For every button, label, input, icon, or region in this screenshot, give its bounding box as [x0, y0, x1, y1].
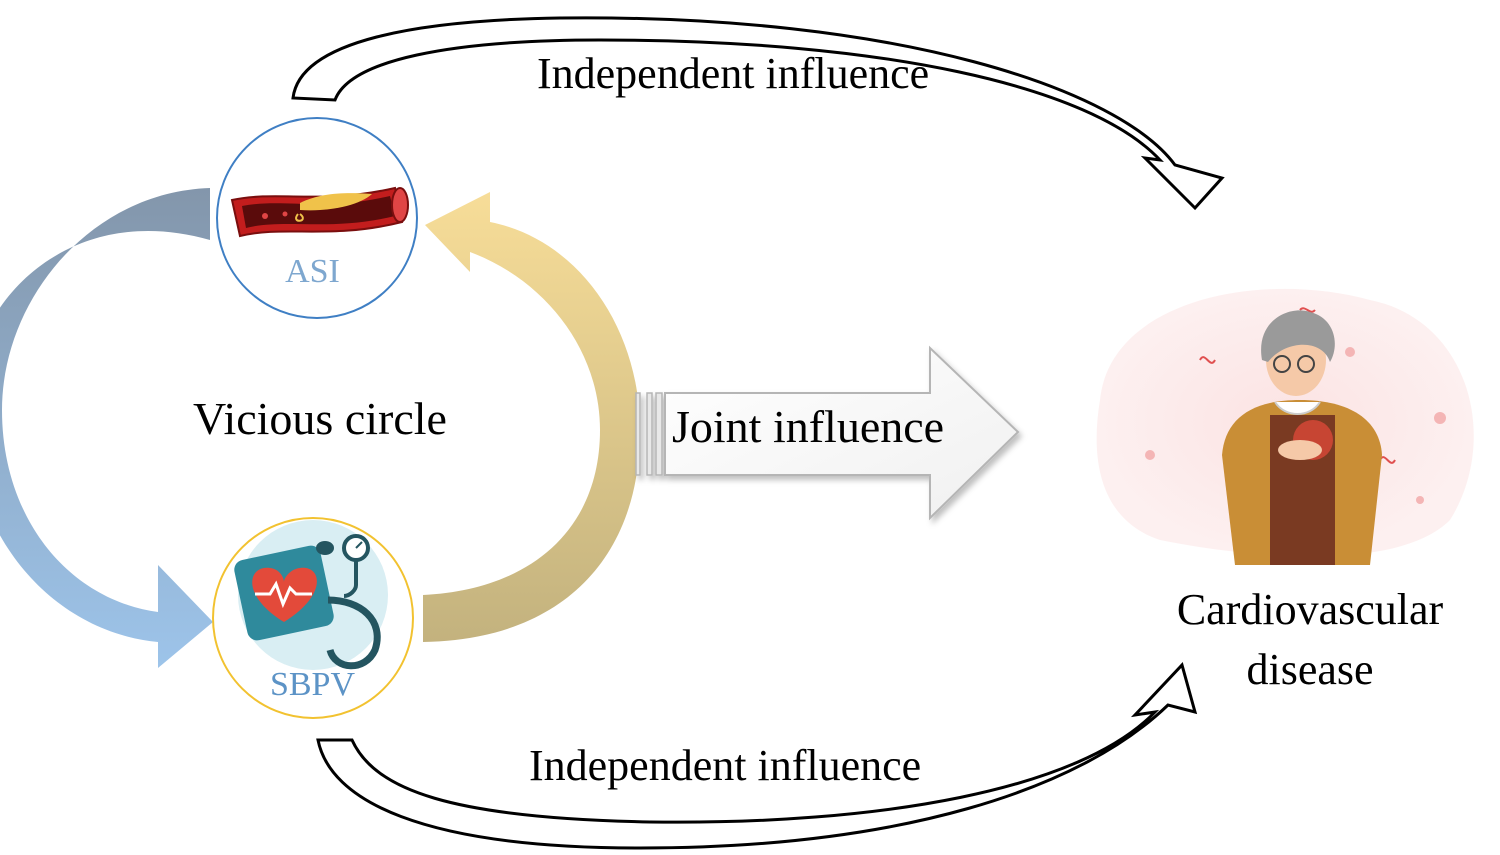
joint-influence-arrow — [635, 345, 1020, 521]
cardiovascular-disease-label: Cardiovascular disease — [1176, 585, 1444, 694]
vicious-circle-label: Vicious circle — [193, 393, 447, 444]
asi-node — [216, 117, 418, 319]
bottom-independent-influence-label: Independent influence — [529, 741, 922, 790]
heart-pain-patient-illustration — [1096, 288, 1474, 565]
blood-pressure-monitor-icon — [234, 534, 381, 670]
asi-label: ASI — [285, 253, 340, 290]
sbpv-label: SBPV — [269, 666, 356, 703]
left-cycle-arrow — [0, 188, 213, 668]
joint-influence-label: Joint influence — [672, 401, 945, 452]
top-independent-influence-label: Independent influence — [537, 49, 930, 98]
bottom-independent-arrow — [316, 662, 1198, 850]
top-independent-arrow — [291, 16, 1225, 211]
right-cycle-arrow — [423, 192, 640, 642]
blood-vessel-plaque-icon — [230, 186, 409, 238]
sbpv-node — [212, 517, 414, 719]
